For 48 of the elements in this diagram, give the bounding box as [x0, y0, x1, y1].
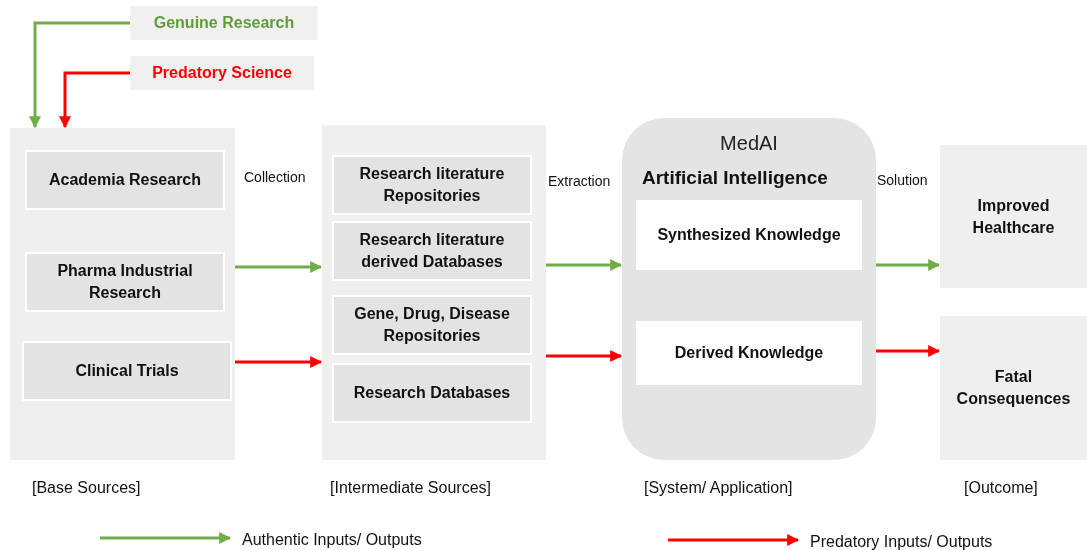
node-label: Academia Research — [47, 170, 203, 190]
source-panel — [10, 128, 235, 460]
arrow — [546, 350, 623, 362]
node-label: Derived Knowledge — [673, 343, 825, 363]
panel-subtitle: Artificial Intelligence — [642, 166, 828, 190]
section-caption: [System/ Application] — [644, 478, 793, 498]
knowledge-box — [636, 200, 862, 270]
source-box — [332, 155, 532, 215]
section-caption: [Base Sources] — [32, 478, 141, 498]
legend-label: Predatory Inputs/ Outputs — [810, 532, 993, 550]
source-box — [332, 221, 532, 281]
panel-title: MedAI — [719, 131, 779, 156]
node-label: Improved Healthcare — [971, 195, 1056, 238]
title-box — [130, 56, 314, 90]
source-box — [25, 252, 225, 312]
arrow — [235, 261, 323, 273]
node-label: Fatal Consequences — [955, 367, 1072, 409]
arrow — [876, 259, 941, 271]
node-label: Synthesized Knowledge — [656, 225, 842, 245]
node-label: Research literature Repositories — [358, 164, 506, 206]
node-label: Predatory Science — [151, 63, 293, 83]
stage-label: Collection — [244, 168, 306, 187]
node-label: Pharma Industrial Research — [56, 261, 194, 303]
legend-label: Authentic Inputs/ Outputs — [242, 530, 422, 550]
section-caption: [Outcome] — [964, 478, 1038, 498]
outcome-box — [940, 145, 1087, 288]
stage-label: Extraction — [548, 172, 611, 191]
source-box — [332, 363, 532, 423]
node-label: Clinical Trials — [74, 361, 180, 381]
source-box — [25, 150, 225, 210]
knowledge-box — [636, 321, 862, 385]
arrow — [29, 21, 130, 129]
arrow — [546, 259, 623, 271]
arrow — [235, 356, 323, 368]
source-box — [22, 341, 232, 401]
outcome-box — [940, 316, 1087, 460]
node-label: Genuine Research — [152, 13, 296, 33]
title-box — [130, 6, 318, 40]
source-panel — [322, 125, 546, 460]
arrow — [876, 345, 941, 357]
system-panel — [622, 118, 876, 460]
arrow — [59, 71, 130, 129]
node-label: Research literature derived Databases — [358, 230, 506, 272]
stage-label: Solution — [877, 171, 928, 190]
node-label: Gene, Drug, Disease Repositories — [353, 304, 511, 346]
node-label: Research Databases — [352, 383, 512, 403]
section-caption: [Intermediate Sources] — [330, 478, 491, 498]
source-box — [332, 295, 532, 355]
